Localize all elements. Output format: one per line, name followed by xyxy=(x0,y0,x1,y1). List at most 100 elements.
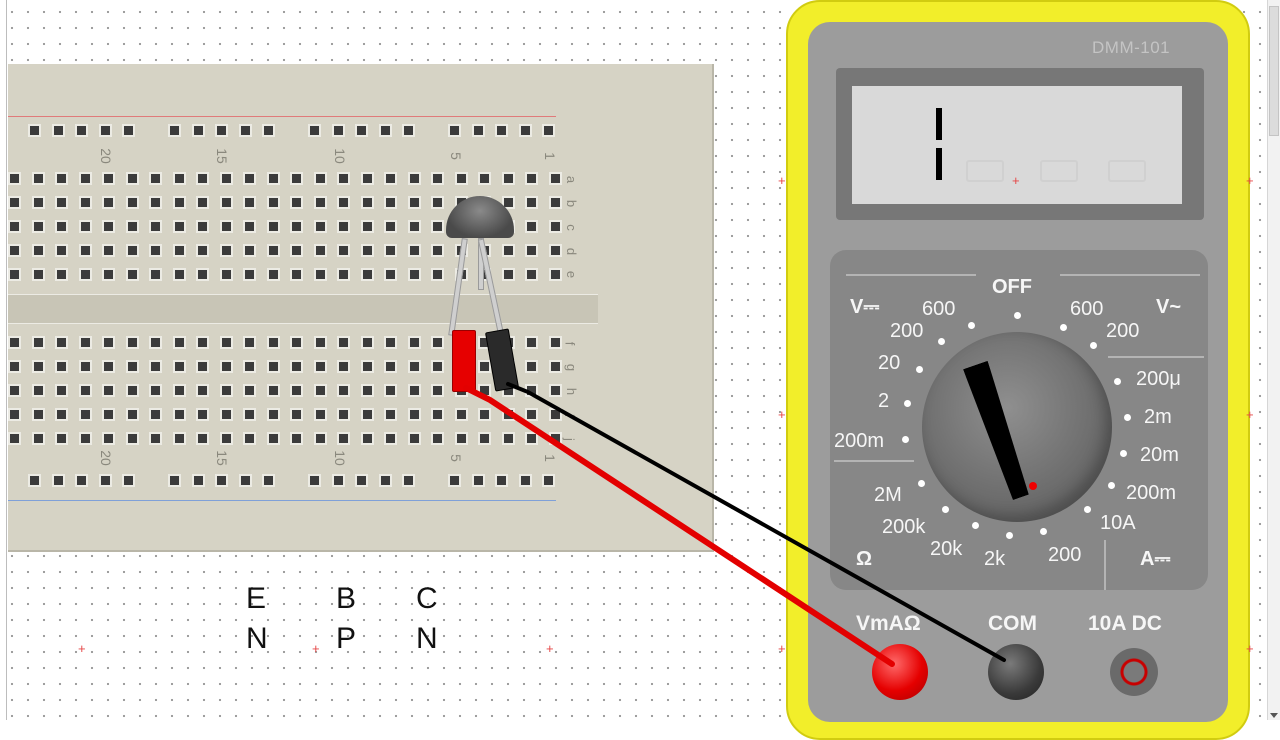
breadboard-hole[interactable] xyxy=(33,222,43,231)
breadboard-hole[interactable] xyxy=(550,246,560,255)
breadboard-hole[interactable] xyxy=(80,434,90,443)
breadboard-hole[interactable] xyxy=(151,198,160,207)
breadboard-hole[interactable] xyxy=(386,198,395,207)
breadboard-hole[interactable] xyxy=(339,338,348,347)
breadboard-hole[interactable] xyxy=(80,362,90,371)
breadboard-hole[interactable] xyxy=(33,410,43,419)
v-ma-ohm-jack[interactable] xyxy=(872,644,928,700)
breadboard-hole[interactable] xyxy=(409,410,419,419)
breadboard-hole[interactable] xyxy=(33,338,43,347)
breadboard-hole[interactable] xyxy=(198,174,207,183)
breadboard-hole[interactable] xyxy=(10,338,19,347)
breadboard-hole[interactable] xyxy=(221,246,231,255)
breadboard-hole[interactable] xyxy=(127,362,137,371)
breadboard-hole[interactable] xyxy=(104,222,113,231)
breadboard-hole[interactable] xyxy=(409,362,419,371)
breadboard-hole[interactable] xyxy=(33,174,43,183)
range-amps-20m[interactable]: 20m xyxy=(1140,444,1179,466)
breadboard-hole[interactable] xyxy=(362,434,372,443)
breadboard-hole[interactable] xyxy=(33,386,43,395)
breadboard-hole[interactable] xyxy=(339,198,348,207)
breadboard-hole[interactable] xyxy=(550,386,560,395)
breadboard-hole[interactable] xyxy=(386,338,395,347)
breadboard-hole[interactable] xyxy=(221,222,231,231)
breadboard-hole[interactable] xyxy=(527,174,536,183)
breadboard-hole[interactable] xyxy=(30,126,39,135)
breadboard-hole[interactable] xyxy=(409,434,419,443)
breadboard-hole[interactable] xyxy=(240,476,250,485)
breadboard-hole[interactable] xyxy=(520,476,530,485)
breadboard-hole[interactable] xyxy=(315,270,325,279)
breadboard-hole[interactable] xyxy=(198,222,207,231)
breadboard-hole[interactable] xyxy=(503,434,513,443)
breadboard-hole[interactable] xyxy=(503,174,513,183)
breadboard-hole[interactable] xyxy=(57,174,66,183)
breadboard-hole[interactable] xyxy=(503,246,513,255)
breadboard-hole[interactable] xyxy=(80,174,90,183)
breadboard-hole[interactable] xyxy=(357,126,366,135)
breadboard-hole[interactable] xyxy=(151,386,160,395)
breadboard-hole[interactable] xyxy=(433,434,442,443)
breadboard-hole[interactable] xyxy=(198,434,207,443)
breadboard-hole[interactable] xyxy=(151,270,160,279)
breadboard-hole[interactable] xyxy=(362,338,372,347)
breadboard-hole[interactable] xyxy=(386,362,395,371)
breadboard-hole[interactable] xyxy=(268,362,278,371)
breadboard-hole[interactable] xyxy=(550,222,560,231)
breadboard-hole[interactable] xyxy=(198,338,207,347)
breadboard-hole[interactable] xyxy=(100,476,110,485)
breadboard-hole[interactable] xyxy=(339,362,348,371)
breadboard-hole[interactable] xyxy=(57,386,66,395)
breadboard-hole[interactable] xyxy=(100,126,110,135)
breadboard-hole[interactable] xyxy=(339,222,348,231)
breadboard-hole[interactable] xyxy=(80,386,90,395)
breadboard-hole[interactable] xyxy=(245,410,254,419)
breadboard-hole[interactable] xyxy=(544,126,553,135)
breadboard-hole[interactable] xyxy=(127,338,137,347)
breadboard-hole[interactable] xyxy=(124,476,133,485)
breadboard-hole[interactable] xyxy=(127,386,137,395)
breadboard-hole[interactable] xyxy=(104,270,113,279)
breadboard-hole[interactable] xyxy=(380,476,390,485)
breadboard-hole[interactable] xyxy=(57,270,66,279)
breadboard-hole[interactable] xyxy=(104,434,113,443)
breadboard-hole[interactable] xyxy=(550,198,560,207)
breadboard-hole[interactable] xyxy=(527,270,536,279)
breadboard-hole[interactable] xyxy=(386,246,395,255)
breadboard-hole[interactable] xyxy=(386,174,395,183)
range-acv-600[interactable]: 600 xyxy=(1070,298,1104,320)
breadboard-hole[interactable] xyxy=(245,246,254,255)
breadboard-hole[interactable] xyxy=(170,126,179,135)
breadboard-hole[interactable] xyxy=(456,410,466,419)
breadboard-hole[interactable] xyxy=(10,386,19,395)
breadboard-hole[interactable] xyxy=(217,126,226,135)
breadboard-hole[interactable] xyxy=(550,270,560,279)
breadboard-hole[interactable] xyxy=(174,174,184,183)
breadboard-hole[interactable] xyxy=(10,410,19,419)
breadboard-hole[interactable] xyxy=(292,222,301,231)
breadboard-hole[interactable] xyxy=(404,476,413,485)
breadboard-hole[interactable] xyxy=(310,476,319,485)
breadboard-hole[interactable] xyxy=(10,198,19,207)
breadboard-hole[interactable] xyxy=(245,174,254,183)
breadboard-hole[interactable] xyxy=(497,476,506,485)
breadboard-hole[interactable] xyxy=(409,174,419,183)
breadboard-hole[interactable] xyxy=(268,338,278,347)
breadboard-hole[interactable] xyxy=(221,198,231,207)
breadboard-hole[interactable] xyxy=(33,270,43,279)
breadboard-hole[interactable] xyxy=(221,362,231,371)
breadboard-hole[interactable] xyxy=(193,126,203,135)
breadboard-hole[interactable] xyxy=(362,362,372,371)
breadboard-hole[interactable] xyxy=(268,386,278,395)
breadboard-hole[interactable] xyxy=(362,174,372,183)
breadboard-hole[interactable] xyxy=(292,246,301,255)
breadboard-hole[interactable] xyxy=(174,246,184,255)
breadboard-hole[interactable] xyxy=(315,338,325,347)
breadboard-hole[interactable] xyxy=(339,434,348,443)
breadboard-hole[interactable] xyxy=(80,270,90,279)
breadboard-hole[interactable] xyxy=(433,198,442,207)
breadboard-hole[interactable] xyxy=(245,270,254,279)
breadboard-hole[interactable] xyxy=(57,222,66,231)
breadboard-hole[interactable] xyxy=(10,246,19,255)
red-probe-tip[interactable] xyxy=(452,330,476,392)
